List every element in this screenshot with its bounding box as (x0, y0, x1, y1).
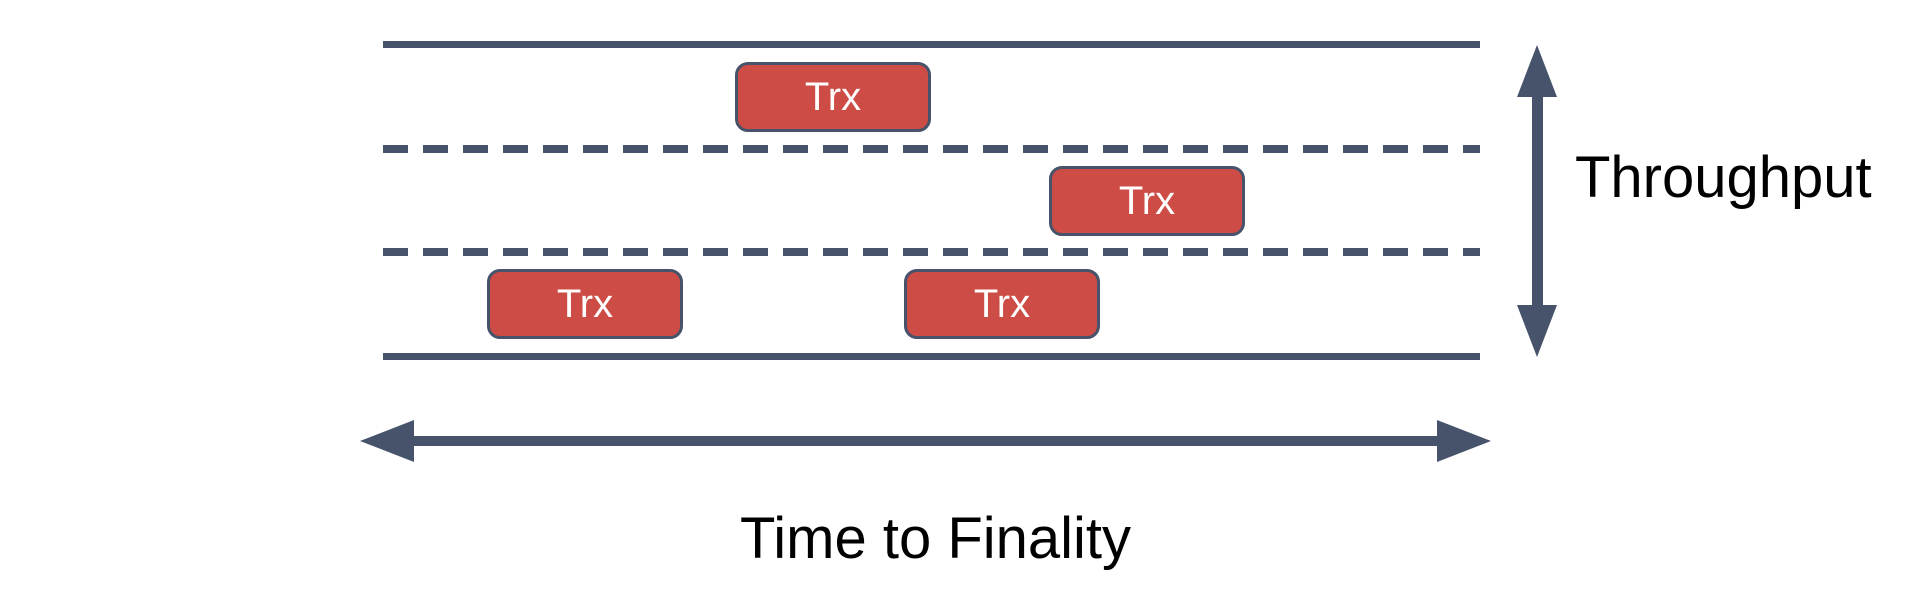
trx-box-top-lane: Trx (735, 62, 931, 132)
trx-box-bottom-lane-right: Trx (904, 269, 1100, 339)
time-to-finality-label: Time to Finality (740, 506, 1132, 571)
throughput-label: Throughput (1575, 145, 1872, 210)
throughput-arrow-shaft (1532, 92, 1543, 310)
lane-divider-dashed-line-2 (383, 248, 1480, 256)
trx-box-middle-lane: Trx (1049, 166, 1245, 236)
time-arrow-shaft (408, 436, 1441, 446)
trx-label: Trx (1118, 179, 1176, 223)
trx-label: Trx (973, 282, 1031, 326)
arrow-head-left-icon (360, 420, 414, 462)
road-top-edge-line (383, 41, 1480, 48)
trx-label: Trx (804, 75, 862, 119)
road-bottom-edge-line (383, 353, 1480, 360)
trx-label: Trx (556, 282, 614, 326)
arrow-head-down-icon (1517, 305, 1557, 357)
trx-box-bottom-lane-left: Trx (487, 269, 683, 339)
arrow-head-up-icon (1517, 45, 1557, 97)
lane-divider-dashed-line-1 (383, 145, 1480, 153)
arrow-head-right-icon (1437, 420, 1491, 462)
